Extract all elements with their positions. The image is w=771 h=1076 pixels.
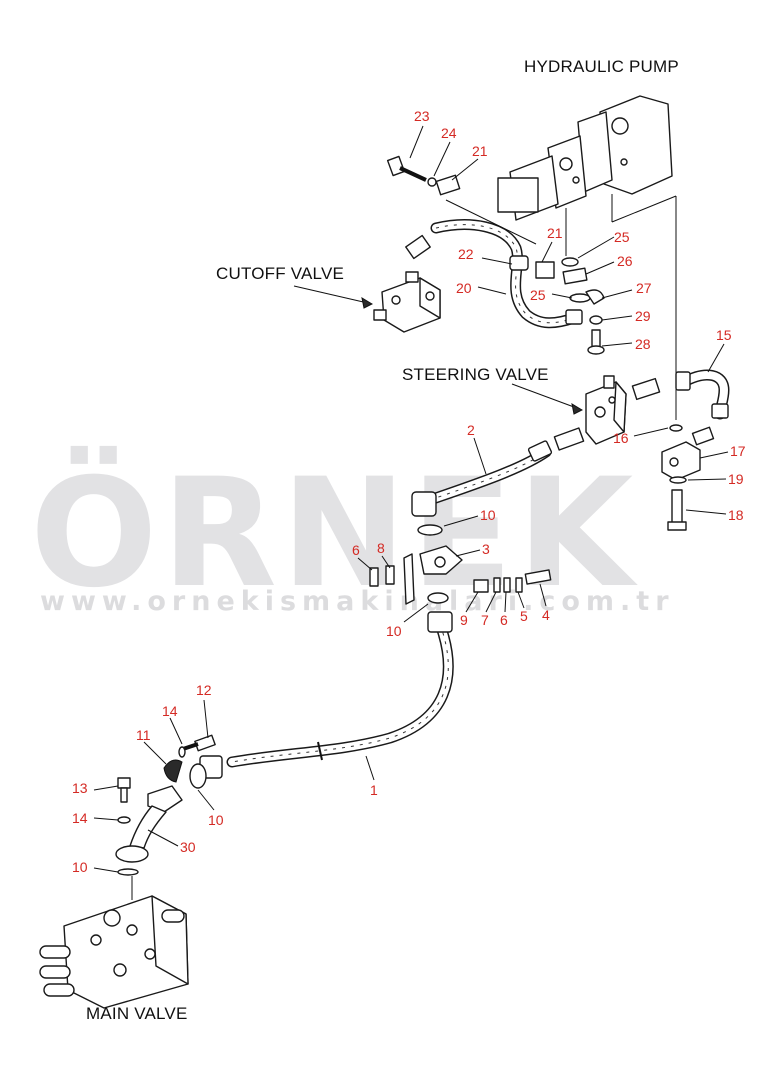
upper-small-parts (386, 155, 605, 355)
callout-numbers: 23 24 21 21 22 20 25 26 25 27 29 28 15 1… (72, 108, 746, 875)
callout-25-top: 25 (614, 229, 630, 245)
watermark-brand: ÖRNEK (30, 445, 638, 621)
block-17-drawing (661, 424, 715, 531)
main-valve-drawing (39, 895, 189, 1009)
hose-1-drawing (189, 611, 454, 789)
hose-15-drawing (675, 369, 730, 420)
callout-4: 4 (542, 607, 550, 623)
callout-29: 29 (635, 308, 651, 324)
callout-28: 28 (635, 336, 651, 352)
label-steering-valve: STEERING VALVE (402, 365, 549, 384)
callout-22: 22 (458, 246, 474, 262)
cutoff-valve-drawing (293, 271, 441, 333)
callout-6-a: 6 (352, 542, 360, 558)
bolt-12-drawing (163, 734, 216, 783)
callout-10-c: 10 (208, 812, 224, 828)
component-labels: HYDRAULIC PUMP CUTOFF VALVE STEERING VAL… (86, 57, 679, 1023)
callout-30: 30 (180, 839, 196, 855)
callout-5: 5 (520, 608, 528, 624)
callout-16: 16 (613, 430, 629, 446)
callout-20: 20 (456, 280, 472, 296)
callout-27: 27 (636, 280, 652, 296)
callout-21-mid: 21 (547, 225, 563, 241)
hose-20-drawing (430, 199, 583, 329)
callout-9: 9 (460, 612, 468, 628)
callout-26: 26 (617, 253, 633, 269)
callout-2: 2 (467, 422, 475, 438)
callout-7: 7 (481, 612, 489, 628)
callout-leaders (93, 125, 729, 873)
watermark: ÖRNEK www.ornekismakinalari.com.tr (30, 445, 675, 621)
label-cutoff-valve: CUTOFF VALVE (216, 264, 344, 283)
callout-12: 12 (196, 682, 212, 698)
callout-23: 23 (414, 108, 430, 124)
label-main-valve: MAIN VALVE (86, 1004, 188, 1023)
steering-valve-drawing (511, 375, 661, 451)
callout-14-b: 14 (72, 810, 88, 826)
callout-13: 13 (72, 780, 88, 796)
callout-14-a: 14 (162, 703, 178, 719)
elbow-30-drawing (115, 777, 183, 900)
hose-2-drawing (411, 440, 553, 536)
callout-25-mid: 25 (530, 287, 546, 303)
hydraulic-pump-drawing (497, 95, 677, 420)
flange-3-drawing (369, 545, 552, 605)
callout-8: 8 (377, 540, 385, 556)
callout-10-d: 10 (72, 859, 88, 875)
label-hydraulic-pump: HYDRAULIC PUMP (524, 57, 679, 76)
callout-18: 18 (728, 507, 744, 523)
callout-10-a: 10 (480, 507, 496, 523)
callout-19: 19 (728, 471, 744, 487)
callout-21-top: 21 (472, 143, 488, 159)
callout-17: 17 (730, 443, 746, 459)
callout-24: 24 (441, 125, 457, 141)
callout-3: 3 (482, 541, 490, 557)
callout-1: 1 (370, 782, 378, 798)
callout-11: 11 (136, 727, 151, 743)
callout-10-b: 10 (386, 623, 402, 639)
callout-15: 15 (716, 327, 732, 343)
watermark-url: www.ornekismakinalari.com.tr (40, 586, 675, 617)
callout-6-b: 6 (500, 612, 508, 628)
